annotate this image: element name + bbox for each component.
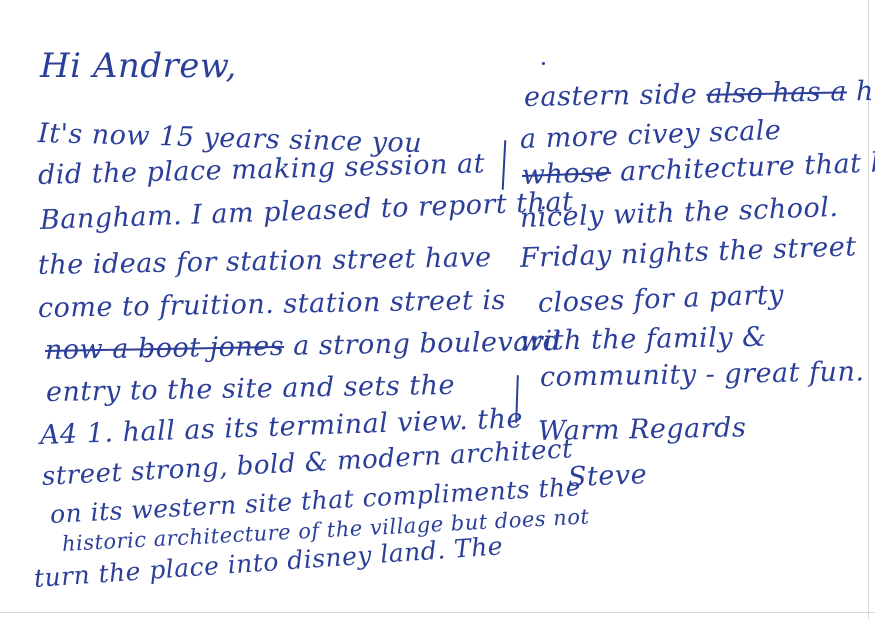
letter-right-line-5: Friday nights the street	[519, 231, 858, 274]
struck-text: also has a	[706, 76, 848, 110]
letter-greeting: Hi Andrew,	[40, 46, 237, 86]
letter-line-7: entry to the site and sets the	[45, 369, 456, 408]
letter-signature: Steve	[567, 459, 648, 493]
letter-line-5: come to fruition. station street is	[37, 284, 507, 324]
letter-right-line-8: community - great fun.	[539, 356, 865, 393]
letter-closing: Warm Regards	[537, 412, 747, 447]
right-line-1-end: has	[855, 75, 875, 108]
letter-line-6: now a boot jones a strong boulevard	[45, 326, 562, 366]
struck-text: whose	[521, 156, 612, 191]
right-line-3-text: architecture that blends	[619, 144, 875, 188]
column-divider-top	[501, 139, 507, 191]
right-line-1-text: eastern side	[523, 78, 698, 113]
letter-right-line-6: closes for a party	[537, 279, 785, 319]
struck-text: now a boot jones	[44, 330, 285, 366]
letter-right-line-2: a more civey scale	[519, 115, 781, 155]
letter-right-line-1: eastern side also has a has	[524, 75, 875, 113]
letter-right-line-7: with the family &	[519, 321, 767, 357]
letter-line-2: did the place making session at	[37, 148, 486, 191]
letter-line-3: Bangham. I am pleased to report that	[39, 186, 574, 236]
right-line-2-text: a more civey scale	[519, 114, 782, 155]
card-edge-bottom	[0, 612, 875, 613]
card-edge-right	[868, 0, 869, 619]
letter-line-4: the ideas for station street have	[37, 242, 492, 281]
ink-dot	[542, 62, 545, 65]
